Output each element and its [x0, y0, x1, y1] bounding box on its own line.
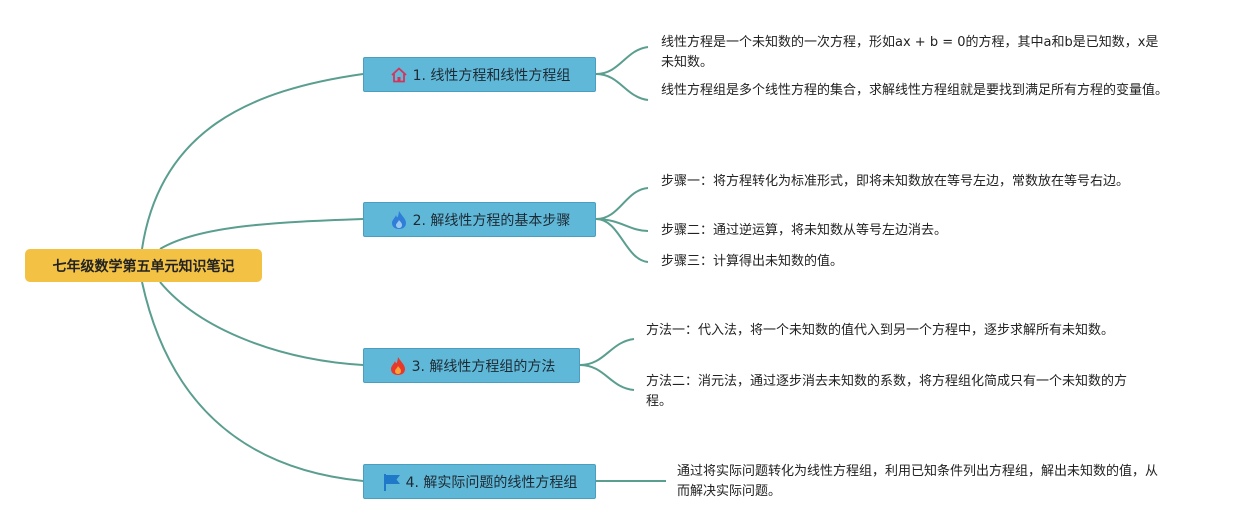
branch-topic-4-label: 4. 解实际问题的线性方程组: [405, 474, 578, 491]
connector-root-branch-4: [141, 281, 364, 482]
droplet-flame-icon: [389, 210, 409, 230]
connector-root-branch-1: [141, 73, 364, 250]
branch-topic-4[interactable]: 4. 解实际问题的线性方程组: [363, 464, 596, 499]
connector-b3-leaf-1: [579, 338, 635, 366]
leaf-topic-1-2[interactable]: 线性方程组是多个线性方程的集合，求解线性方程组就是要找到满足所有方程的变量值。: [661, 83, 1169, 98]
leaf-topic-3-2[interactable]: 方法二：消元法，通过逐步消去未知数的系数，将方程组化简成只有一个未知数的方程。: [646, 374, 1128, 409]
branch-topic-1-label: 1. 线性方程和线性方程组: [412, 67, 571, 84]
house-icon: [389, 65, 409, 85]
leaf-topic-2-2[interactable]: 步骤二：通过逆运算，将未知数从等号左边消去。: [661, 223, 948, 238]
root-topic-label: 七年级数学第五单元知识笔记: [52, 258, 235, 275]
leaf-topic-2-1[interactable]: 步骤一：将方程转化为标准形式，即将未知数放在等号左边，常数放在等号右边。: [661, 174, 1130, 189]
leaf-topic-1-1[interactable]: 线性方程是一个未知数的一次方程，形如ax + b = 0的方程，其中a和b是已知…: [661, 35, 1159, 70]
connector-b2-leaf-1: [595, 187, 649, 220]
connector-root-branch-2: [159, 218, 364, 250]
branch-topic-3[interactable]: 3. 解线性方程组的方法: [363, 348, 580, 383]
connector-b3-leaf-2: [579, 364, 635, 391]
branch-topic-2[interactable]: 2. 解线性方程的基本步骤: [363, 202, 596, 237]
leaf-topic-3-1[interactable]: 方法一：代入法，将一个未知数的值代入到另一个方程中，逐步求解所有未知数。: [646, 323, 1115, 338]
root-topic[interactable]: 七年级数学第五单元知识笔记: [25, 249, 262, 282]
connector-b1-leaf-2: [595, 73, 649, 101]
connector-root-branch-3: [159, 281, 364, 366]
branch-topic-3-label: 3. 解线性方程组的方法: [411, 358, 556, 375]
branch-topic-2-label: 2. 解线性方程的基本步骤: [412, 212, 571, 229]
connector-b2-leaf-3: [595, 218, 649, 263]
fire-icon: [388, 356, 408, 376]
flag-icon: [382, 472, 402, 492]
branch-topic-1[interactable]: 1. 线性方程和线性方程组: [363, 57, 596, 92]
connector-b1-leaf-1: [595, 46, 649, 75]
leaf-topic-2-3[interactable]: 步骤三：计算得出未知数的值。: [661, 254, 844, 269]
leaf-topic-4-1[interactable]: 通过将实际问题转化为线性方程组，利用已知条件列出方程组，解出未知数的值，从而解决…: [677, 464, 1159, 499]
